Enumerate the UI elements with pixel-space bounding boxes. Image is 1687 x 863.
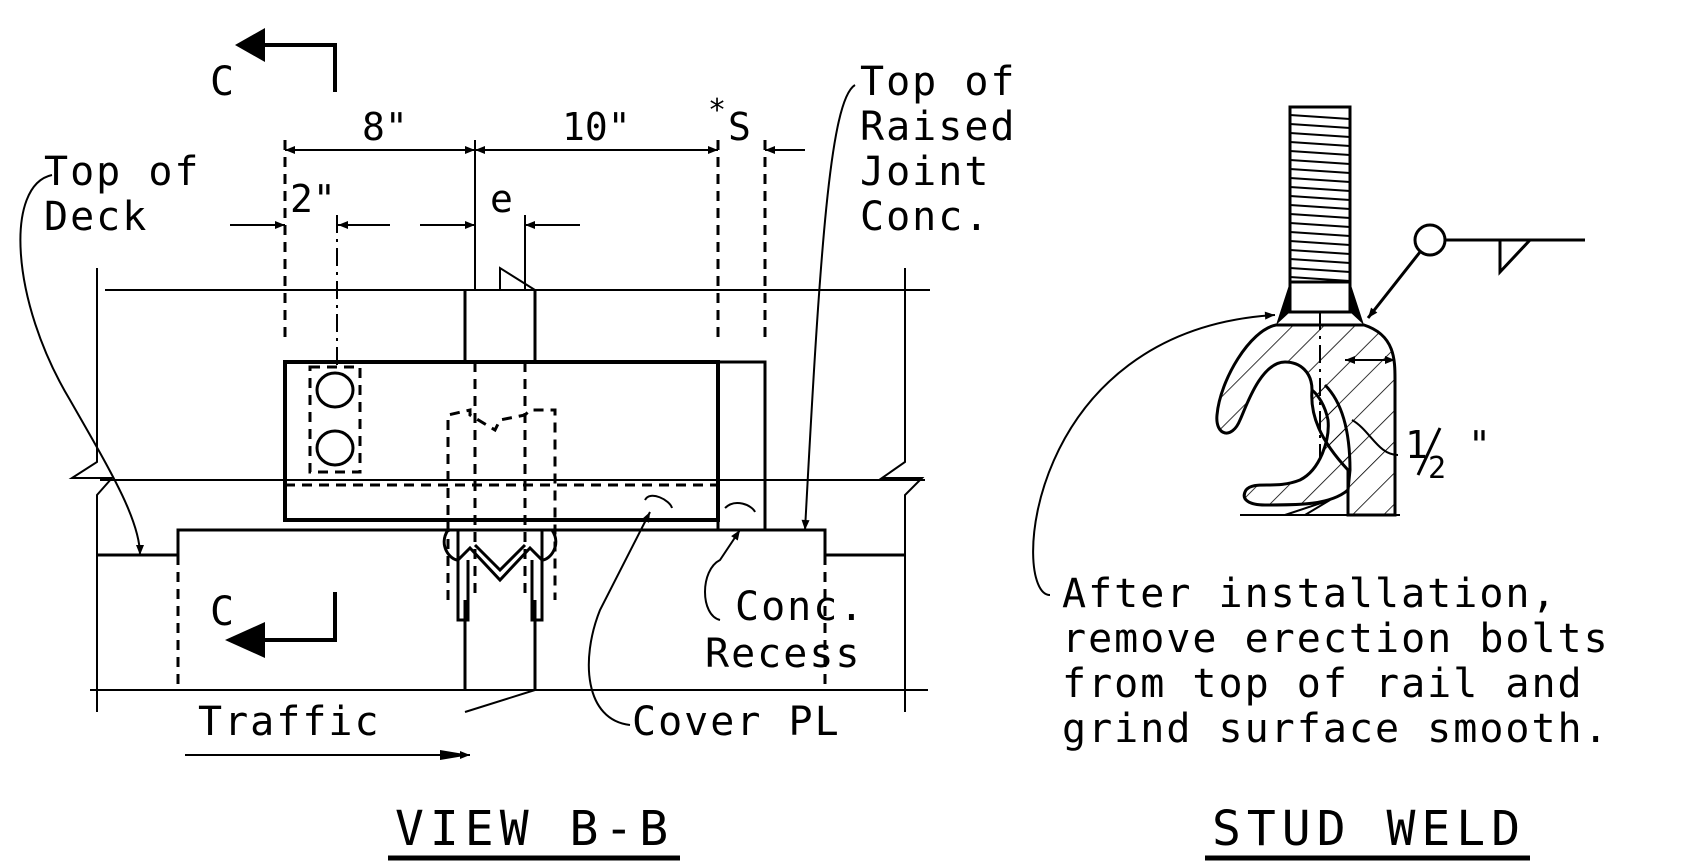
note-leader [1032,311,1276,596]
stud-bolt [1276,105,1364,325]
view-bb: C C 8" 10" * S 2" e [19,28,1017,861]
thread-line [1289,141,1351,147]
dim-half-inch: 1 2 " [1405,423,1491,486]
thread-line [1289,222,1351,228]
thread-line [1289,276,1351,282]
label-raised-2: Raised [860,104,1017,150]
section-mark-top-label: C [210,59,236,105]
dim-8in: 8" [362,105,408,149]
view-bb-title: VIEW B-B [395,801,674,857]
label-top-of-deck-2: Deck [44,194,148,240]
thread-line [1289,150,1351,156]
thread-line [1289,240,1351,246]
thread-line [1289,258,1351,264]
half-inch-leader [1351,419,1399,456]
label-raised-3: Joint [860,149,990,195]
note-line-1: After installation, [1062,571,1558,617]
rail-profile [1215,312,1400,517]
dimensions: 8" 10" * S 2" e [230,93,805,229]
label-raised-1: Top of [860,59,1017,105]
dim-10in: 10" [562,105,631,149]
label-recess-1: Conc. [735,584,865,630]
thread-line [1289,267,1351,273]
label-cover-plate: Cover PL [632,699,841,745]
dim-2in: 2" [290,177,336,221]
label-top-of-deck-1: Top of [44,149,201,195]
weld-symbol [1366,223,1585,319]
thread-line [1289,168,1351,174]
thread-line [1289,204,1351,210]
note-line-4: grind surface smooth. [1062,706,1610,752]
leaders [19,84,856,760]
seal-gland [442,529,558,622]
thread-line [1289,186,1351,192]
section-mark-top: C [210,28,337,105]
dim-e: e [490,177,513,221]
rail-hidden [446,362,557,600]
section-mark-bottom: C [210,589,337,658]
stud-weld: 1 2 " After installation, remove erectio… [1032,105,1610,861]
thread-line [1289,249,1351,255]
extension-lines [283,140,767,370]
thread-line [1289,231,1351,237]
note-line-2: remove erection bolts [1062,616,1610,662]
thread-line [1289,159,1351,165]
thread-line [1289,123,1351,129]
thread-line [1289,114,1351,120]
thread-line [1289,177,1351,183]
stud-weld-note: After installation, remove erection bolt… [1062,571,1610,752]
dim-s: S [728,105,751,149]
label-raised-4: Conc. [860,194,990,240]
dim-half-unit: " [1468,423,1491,467]
section-mark-bottom-label: C [210,589,236,635]
thread-line [1289,195,1351,201]
cover-plate [283,360,767,532]
deck-outline [68,266,930,713]
dim-half-den: 2 [1428,451,1446,486]
dim-s-star: * [708,93,726,128]
view-bb-labels: Top of Deck Top of Raised Joint Conc. Co… [44,59,1017,745]
stud-weld-title: STUD WELD [1212,801,1526,857]
label-recess-2: Recess [705,631,862,677]
thread-line [1289,132,1351,138]
label-traffic: Traffic [198,699,381,745]
dim-half-num: 1 [1405,423,1428,467]
stud-threads [1289,114,1351,282]
note-line-3: from top of rail and [1062,661,1584,707]
thread-line [1289,213,1351,219]
